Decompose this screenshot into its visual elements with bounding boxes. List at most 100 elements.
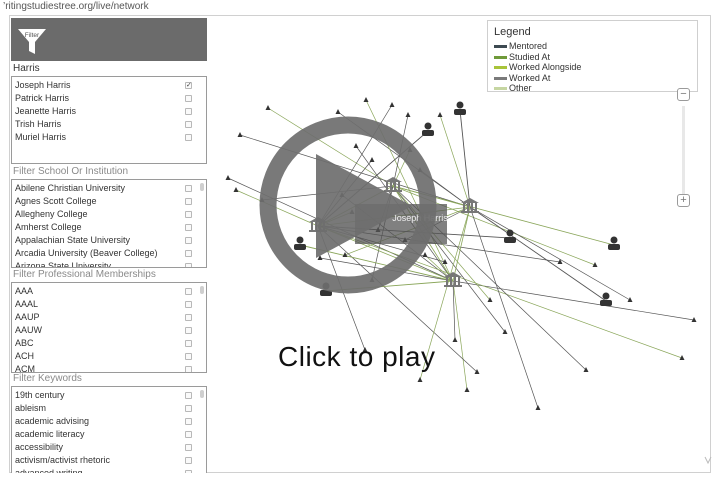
keyword-filter-input[interactable]: Filter Keywords (13, 373, 82, 384)
person-icon[interactable] (504, 229, 516, 244)
institution-icon[interactable] (444, 272, 462, 287)
person-checkbox[interactable] (185, 134, 192, 141)
play-button[interactable] (259, 116, 437, 294)
network-graph[interactable]: Joseph Harris (210, 18, 710, 473)
graph-leaf-node[interactable] (317, 255, 323, 260)
graph-leaf-node[interactable] (353, 143, 359, 148)
school-checkbox[interactable] (185, 185, 192, 192)
person-item[interactable]: Muriel Harris (12, 131, 206, 144)
keyword-item[interactable]: activism/activist rhetoric (12, 454, 206, 467)
school-item[interactable]: Arizona State University (12, 260, 206, 267)
graph-leaf-node[interactable] (557, 259, 563, 264)
url-bar[interactable]: ’ritingstudiestree.org/live/network (0, 0, 720, 14)
school-checkbox[interactable] (185, 263, 192, 267)
person-checkbox[interactable]: ✓ (185, 82, 192, 89)
graph-leaf-node[interactable] (369, 157, 375, 162)
school-checkbox[interactable] (185, 250, 192, 257)
membership-item[interactable]: ABC (12, 337, 206, 350)
school-list-scrollbar[interactable] (200, 183, 204, 191)
school-checkbox[interactable] (185, 211, 192, 218)
membership-checkbox[interactable] (185, 288, 192, 295)
zoom-in-button[interactable]: + (677, 194, 690, 207)
membership-checkbox[interactable] (185, 301, 192, 308)
membership-item[interactable]: AAUW (12, 324, 206, 337)
membership-checkbox[interactable] (185, 327, 192, 334)
keyword-item[interactable]: 19th century (12, 389, 206, 402)
school-item[interactable]: Amherst College (12, 221, 206, 234)
graph-leaf-node[interactable] (335, 109, 341, 114)
school-checkbox[interactable] (185, 224, 192, 231)
keyword-checkbox[interactable] (185, 431, 192, 438)
keyword-item[interactable]: academic advising (12, 415, 206, 428)
graph-leaf-node[interactable] (464, 387, 470, 392)
window-scroll-indicator[interactable] (704, 455, 712, 469)
school-item[interactable]: Allegheny College (12, 208, 206, 221)
graph-leaf-node[interactable] (627, 297, 633, 302)
graph-leaf-node[interactable] (452, 337, 458, 342)
graph-leaf-node[interactable] (474, 369, 480, 374)
search-input[interactable]: Harris (13, 63, 40, 74)
membership-filter-input[interactable]: Filter Professional Memberships (13, 269, 156, 280)
graph-leaf-node[interactable] (265, 105, 271, 110)
person-checkbox[interactable] (185, 121, 192, 128)
membership-checkbox[interactable] (185, 314, 192, 321)
zoom-out-button[interactable]: − (677, 88, 690, 101)
graph-leaf-node[interactable] (422, 252, 428, 257)
graph-leaf-node[interactable] (405, 112, 411, 117)
person-icon[interactable] (600, 292, 612, 307)
person-icon[interactable] (294, 236, 306, 251)
membership-item[interactable]: ACM (12, 363, 206, 372)
school-checkbox[interactable] (185, 237, 192, 244)
keyword-checkbox[interactable] (185, 418, 192, 425)
person-checkbox[interactable] (185, 108, 192, 115)
graph-leaf-node[interactable] (342, 252, 348, 257)
membership-item[interactable]: AAUP (12, 311, 206, 324)
person-icon[interactable] (454, 101, 466, 116)
keyword-checkbox[interactable] (185, 470, 192, 473)
graph-leaf-node[interactable] (233, 187, 239, 192)
person-item[interactable]: Patrick Harris (12, 92, 206, 105)
graph-leaf-node[interactable] (679, 355, 685, 360)
person-checkbox[interactable] (185, 95, 192, 102)
membership-checkbox[interactable] (185, 340, 192, 347)
keyword-checkbox[interactable] (185, 392, 192, 399)
zoom-slider-track[interactable] (682, 106, 685, 198)
school-item[interactable]: Abilene Christian University (12, 182, 206, 195)
keyword-item[interactable]: advanced writing (12, 467, 206, 473)
school-filter-input[interactable]: Filter School Or Institution (13, 166, 129, 177)
graph-leaf-node[interactable] (691, 317, 697, 322)
filter-funnel-icon[interactable]: Filter (17, 23, 47, 57)
graph-leaf-node[interactable] (487, 297, 493, 302)
school-checkbox[interactable] (185, 198, 192, 205)
membership-item[interactable]: ACH (12, 350, 206, 363)
school-item[interactable]: Agnes Scott College (12, 195, 206, 208)
person-item[interactable]: Joseph Harris✓ (12, 79, 206, 92)
click-to-play-text[interactable]: Click to play (278, 341, 436, 372)
person-item[interactable]: Trish Harris (12, 118, 206, 131)
keyword-item[interactable]: academic literacy (12, 428, 206, 441)
graph-leaf-node[interactable] (237, 132, 243, 137)
keyword-checkbox[interactable] (185, 444, 192, 451)
graph-leaf-node[interactable] (437, 112, 443, 117)
keyword-list-scrollbar[interactable] (200, 390, 204, 398)
membership-checkbox[interactable] (185, 353, 192, 360)
person-item[interactable]: Jeanette Harris (12, 105, 206, 118)
graph-leaf-node[interactable] (417, 377, 423, 382)
graph-leaf-node[interactable] (583, 367, 589, 372)
keyword-checkbox[interactable] (185, 405, 192, 412)
graph-leaf-node[interactable] (389, 102, 395, 107)
graph-leaf-node[interactable] (363, 97, 369, 102)
graph-leaf-node[interactable] (362, 347, 368, 352)
membership-checkbox[interactable] (185, 366, 192, 372)
membership-item[interactable]: AAAL (12, 298, 206, 311)
keyword-item[interactable]: ableism (12, 402, 206, 415)
graph-leaf-node[interactable] (535, 405, 541, 410)
school-item[interactable]: Arcadia University (Beaver College) (12, 247, 206, 260)
membership-item[interactable]: AAA (12, 285, 206, 298)
graph-leaf-node[interactable] (502, 329, 508, 334)
person-icon[interactable] (422, 122, 434, 137)
keyword-item[interactable]: accessibility (12, 441, 206, 454)
